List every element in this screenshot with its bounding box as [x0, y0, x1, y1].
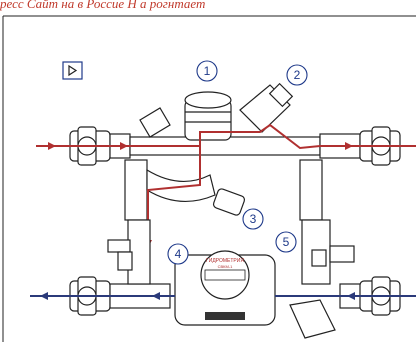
- marker-1: 1: [196, 60, 218, 82]
- meter-nameplate: [205, 312, 245, 320]
- header-caption: ресс Сайт на в Россие Н а рогнтает: [0, 0, 206, 11]
- play-icon: [68, 64, 78, 77]
- svg-text:4: 4: [175, 247, 182, 261]
- meter-sub-text: СВКМ-1: [218, 264, 234, 269]
- svg-text:2: 2: [294, 68, 301, 82]
- supply-pipe-top: [69, 82, 401, 221]
- meter-dial-text: ГИДРОМЕТРИЯ: [206, 258, 244, 264]
- marker-4: 4: [167, 243, 189, 265]
- svg-text:3: 3: [250, 212, 257, 226]
- marker-5: 5: [275, 231, 297, 253]
- cold-flow-arrows: [40, 292, 355, 300]
- water-meter: ГИДРОМЕТРИЯ СВКМ-1: [174, 250, 276, 326]
- svg-text:1: 1: [204, 64, 211, 78]
- marker-2: 2: [286, 64, 308, 86]
- play-button[interactable]: [62, 61, 83, 80]
- svg-text:5: 5: [283, 235, 290, 249]
- diagram-frame: ГИДРОМЕТРИЯ СВКМ-1 1 2 3 4 5: [0, 14, 416, 342]
- marker-3: 3: [242, 208, 264, 230]
- unit-diagram: ГИДРОМЕТРИЯ СВКМ-1 1 2 3 4 5: [2, 15, 416, 342]
